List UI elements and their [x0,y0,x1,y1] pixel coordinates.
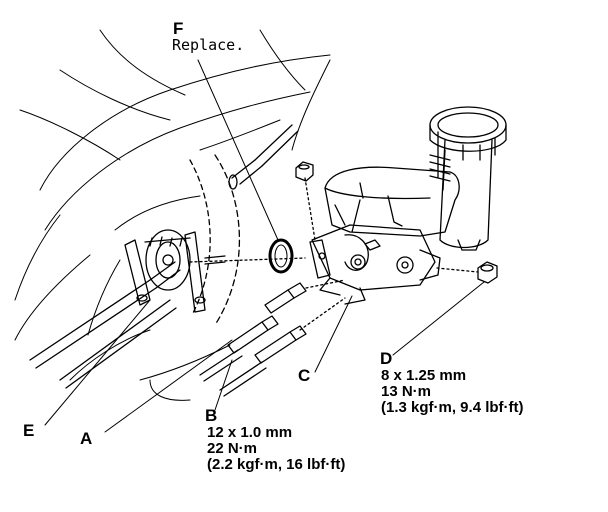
mounting-nut-d [436,261,498,284]
callout-b-torque: 22 N·m [207,440,258,457]
callout-a-label: A [80,429,93,448]
callout-d-torque-alt: (1.3 kgf·m, 9.4 lbf·ft) [381,399,524,416]
callout-e-label: E [23,421,35,440]
reservoir [324,166,460,237]
vacuum-hose [228,124,299,190]
callout-d-size: 8 x 1.25 mm [381,367,467,384]
mounting-nut-upper [295,161,316,241]
leader-lines [44,59,485,433]
flare-nut-fittings [199,279,346,397]
brake-lines [29,261,181,389]
callout-d-torque: 13 N·m [381,383,432,400]
booster-center [144,229,306,291]
callout-f-note: Replace. [172,36,245,54]
firewall-contours [14,29,331,401]
callout-b-torque-alt: (2.2 kgf·m, 16 lbf·ft) [207,456,346,473]
master-cylinder [309,224,441,305]
callout-b-size: 12 x 1.0 mm [207,424,293,441]
booster-outline [189,154,241,326]
callout-d-label: D [380,349,393,368]
callout-c-label: C [298,366,311,385]
reservoir-cap [429,106,507,251]
callout-b-label: B [205,406,218,425]
o-ring [268,238,294,274]
callout-f-label: F [173,19,184,38]
